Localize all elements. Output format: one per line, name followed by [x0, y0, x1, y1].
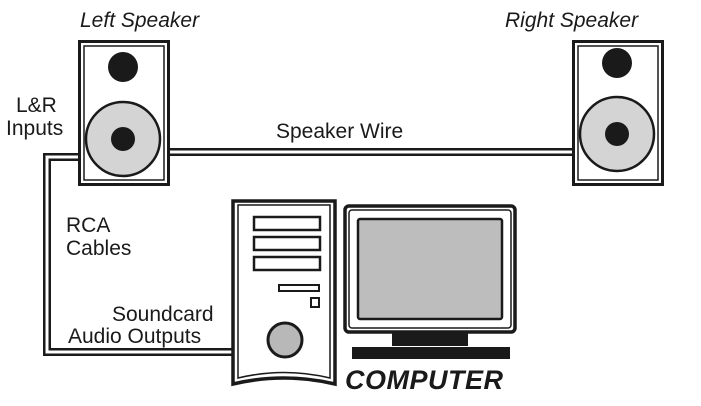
soundcard-label-line1: Soundcard: [112, 303, 214, 326]
left-tweeter: [108, 52, 138, 82]
computer-label: COMPUTER: [345, 365, 504, 395]
lr-inputs-label-line1: L&R: [16, 94, 57, 117]
monitor-screen: [356, 217, 504, 321]
left-speaker: [78, 40, 170, 186]
left-speaker-label: Left Speaker: [80, 9, 200, 32]
monitor-base: [352, 347, 510, 359]
power-led: [310, 297, 320, 308]
monitor: [343, 204, 517, 359]
rca-cables-label-line1: RCA: [66, 214, 111, 237]
rca-cables-label-line2: Cables: [66, 237, 132, 260]
right-speaker: [572, 40, 664, 186]
right-woofer-center: [605, 122, 629, 146]
power-knob: [266, 321, 304, 359]
drive-bay-1: [252, 215, 322, 232]
drive-bay-3: [252, 255, 322, 272]
lr-inputs-label-line2: Inputs: [6, 117, 64, 140]
soundcard-label-line2: Audio Outputs: [68, 325, 202, 348]
floppy-slot: [278, 284, 320, 292]
computer-tower: [231, 199, 337, 387]
monitor-neck: [392, 332, 468, 346]
left-woofer-center: [111, 127, 135, 151]
drive-bay-2: [252, 235, 322, 252]
right-tweeter: [602, 48, 632, 78]
rca-cable-inner: [45, 155, 243, 354]
right-speaker-label: Right Speaker: [505, 9, 639, 32]
speaker-wire-label: Speaker Wire: [276, 120, 404, 143]
